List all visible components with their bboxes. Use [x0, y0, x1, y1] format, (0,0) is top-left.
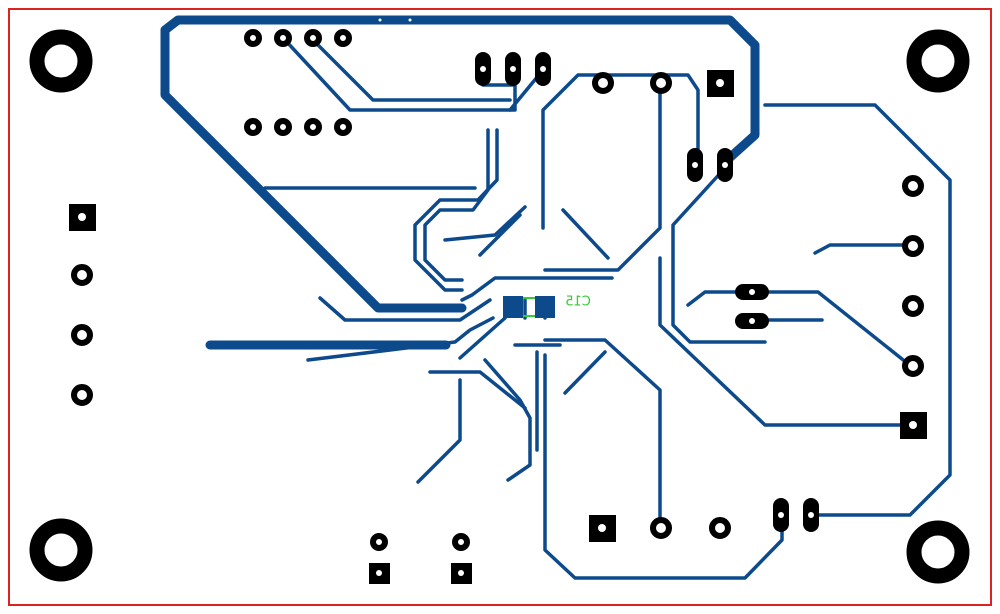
trace — [458, 316, 507, 360]
mounting-hole-top-right — [906, 29, 970, 93]
via — [408, 18, 412, 22]
thin-traces — [263, 38, 952, 580]
pad-hole — [480, 66, 486, 72]
pad — [304, 29, 322, 47]
c15-ref-label: C15 — [565, 295, 591, 310]
pad — [274, 118, 292, 136]
pad-hole — [716, 79, 724, 87]
trace — [423, 128, 490, 282]
pad — [902, 295, 924, 317]
pad — [902, 235, 924, 257]
pad-hole — [749, 318, 755, 324]
trace — [561, 208, 610, 260]
component-c15: C15 — [503, 295, 591, 318]
trace — [318, 296, 492, 322]
trace — [543, 338, 662, 527]
trace — [658, 256, 912, 427]
pad — [902, 355, 924, 377]
trace — [443, 205, 527, 242]
trace — [563, 350, 607, 395]
trace — [428, 370, 527, 410]
pad-hole — [778, 512, 784, 518]
pad — [71, 384, 93, 406]
oval-pad-holes — [480, 66, 814, 518]
pad — [650, 517, 672, 539]
pad — [244, 29, 262, 47]
pad-hole — [540, 66, 546, 72]
trace — [283, 38, 517, 112]
pad-hole — [376, 570, 382, 576]
c15-pad-left — [503, 296, 523, 318]
pad — [370, 533, 388, 551]
trace — [460, 276, 614, 302]
pad-hole — [692, 162, 698, 168]
pad — [274, 29, 292, 47]
trace — [306, 316, 495, 362]
pad — [71, 264, 93, 286]
pad-hole — [510, 66, 516, 72]
mounting-hole-bottom-left — [29, 518, 93, 582]
pad — [334, 29, 352, 47]
pad — [592, 72, 614, 94]
trace — [543, 83, 662, 272]
mounting-holes — [29, 29, 970, 584]
trace — [483, 358, 532, 482]
trace — [413, 128, 499, 292]
trace — [416, 378, 462, 484]
trace — [478, 213, 522, 257]
board-outline — [8, 8, 992, 606]
c15-pad-right — [535, 296, 555, 318]
pad — [902, 175, 924, 197]
pad — [709, 517, 731, 539]
trace — [763, 103, 952, 517]
pad-hole — [722, 162, 728, 168]
trace — [750, 290, 914, 369]
thick-power-trace — [160, 15, 760, 313]
mounting-hole-bottom-right — [906, 520, 970, 584]
trace — [311, 38, 512, 102]
pad-hole — [909, 421, 917, 429]
round-pads — [71, 29, 924, 551]
square-pad-holes — [78, 79, 917, 576]
pad — [244, 118, 262, 136]
pad — [334, 118, 352, 136]
mounting-hole-top-left — [29, 29, 93, 93]
pad-hole — [78, 213, 86, 221]
trace — [543, 353, 784, 580]
pad-hole — [749, 289, 755, 295]
pad-hole — [598, 524, 606, 532]
trace — [541, 73, 700, 230]
trace — [813, 243, 914, 255]
pad — [71, 324, 93, 346]
pad — [304, 118, 322, 136]
pad — [452, 533, 470, 551]
vias — [378, 18, 412, 22]
via — [378, 18, 382, 22]
pad — [650, 72, 672, 94]
pad-hole — [458, 570, 464, 576]
oval-pads — [475, 52, 819, 532]
trace — [671, 166, 767, 344]
pad-hole — [808, 512, 814, 518]
copper-traces — [160, 15, 952, 580]
